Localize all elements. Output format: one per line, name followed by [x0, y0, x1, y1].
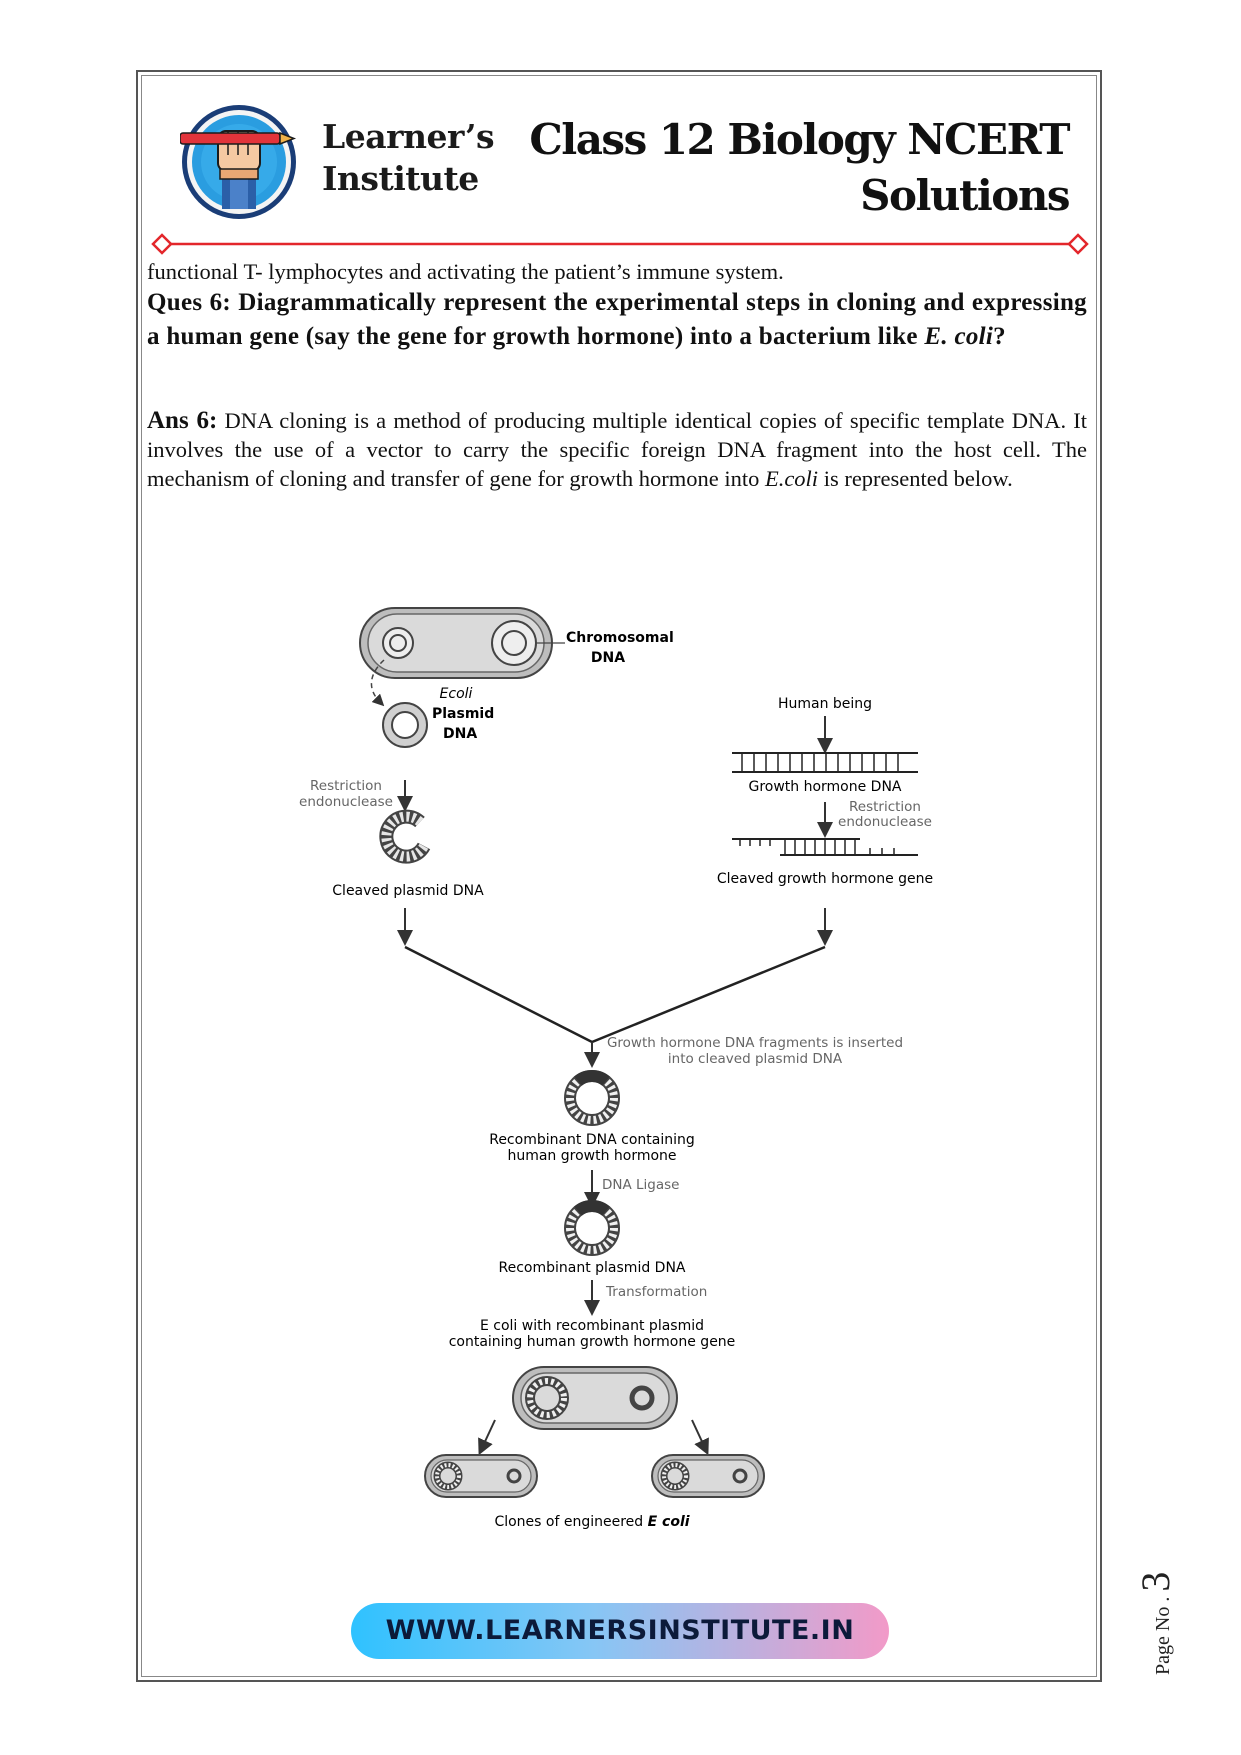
inserted-label-2: into cleaved plasmid DNA: [668, 1051, 843, 1067]
footer-banner: [351, 1603, 889, 1659]
recombinant-plasmid: [564, 1199, 620, 1256]
question-end: ?: [993, 323, 1006, 350]
answer-text-2: is represented below.: [823, 466, 1013, 491]
question-label: Ques 6:: [147, 289, 232, 316]
answer-species: E.coli: [764, 466, 819, 491]
restriction-left-2: endonuclease: [299, 794, 393, 810]
ecoli-recombinant-label-1: E coli with recombinant plasmid: [480, 1318, 704, 1334]
title-line-2: Solutions: [860, 171, 1070, 220]
website-link[interactable]: WWW.LEARNERSINSTITUTE.IN: [385, 1615, 855, 1646]
cleaved-plasmid: [379, 809, 431, 864]
cloning-diagram: Chromosomal DNA Ecoli Plasmid DNA Restri…: [299, 607, 933, 1530]
header-divider: [151, 233, 1089, 255]
page-number-value: 3: [1133, 1571, 1178, 1592]
question-6: Ques 6: Diagrammatically represent the e…: [147, 286, 1087, 354]
chromosomal-label-1: Chromosomal: [566, 630, 674, 646]
chromosomal-label-2: DNA: [591, 650, 625, 666]
human-being-label: Human being: [778, 696, 872, 712]
clones-label: Clones of engineered E coli: [494, 1514, 689, 1530]
restriction-right-1: Restriction: [849, 799, 921, 815]
question-species: E. coli: [924, 323, 994, 350]
dna-ligase-label: DNA Ligase: [602, 1177, 679, 1193]
brand-line-1: Learner’s: [322, 117, 495, 156]
page-label: Page No .: [1152, 1596, 1174, 1675]
title-line-1: Class 12 Biology NCERT: [529, 115, 1070, 164]
brand-line-2: Institute: [322, 159, 479, 198]
plasmid-dna: [382, 702, 428, 748]
clone-ecoli-right: [651, 1454, 765, 1498]
learners-institute-logo: [180, 105, 297, 219]
transformed-ecoli: [512, 1366, 678, 1430]
cleaved-gene-label: Cleaved growth hormone gene: [717, 871, 933, 887]
transformation-label: Transformation: [605, 1284, 707, 1300]
recombinant-plasmid-label: Recombinant plasmid DNA: [499, 1260, 686, 1276]
page-border-inner: [141, 75, 1097, 1677]
inserted-label-1: Growth hormone DNA fragments is inserted: [607, 1035, 903, 1051]
question-text: Diagrammatically represent the experimen…: [147, 289, 1087, 350]
plasmid-label-1: Plasmid: [432, 706, 494, 722]
ecoli-label: Ecoli: [440, 686, 473, 702]
brand-name: Learner’s Institute: [322, 116, 495, 200]
page-number: Page No . 3: [1132, 1572, 1179, 1675]
continuation-text: functional T- lymphocytes and activating…: [147, 259, 784, 284]
recombinant-label-2: human growth hormone: [507, 1148, 676, 1164]
growth-hormone-dna-label: Growth hormone DNA: [748, 779, 901, 795]
clones-label-species: E coli: [648, 1514, 690, 1530]
restriction-right-2: endonuclease: [838, 814, 932, 830]
cleaved-plasmid-label: Cleaved plasmid DNA: [332, 883, 484, 899]
growth-hormone-dna: [732, 752, 918, 773]
answer-label: Ans 6:: [147, 407, 218, 434]
page-border-outer: [136, 70, 1102, 1682]
document-title: Class 12 Biology NCERT Solutions: [529, 112, 1070, 224]
cleaved-growth-hormone-gene: [732, 838, 918, 856]
clones-label-prefix: Clones of engineered: [494, 1514, 643, 1530]
recombinant-dna: [564, 1069, 620, 1126]
plasmid-label-2: DNA: [443, 726, 477, 742]
answer-6: Ans 6: DNA cloning is a method of produc…: [147, 406, 1087, 493]
answer-text-1: DNA cloning is a method of producing mul…: [147, 408, 1088, 491]
ecoli-recombinant-label-2: containing human growth hormone gene: [449, 1334, 736, 1350]
clone-ecoli-left: [424, 1454, 538, 1498]
recombinant-label-1: Recombinant DNA containing: [489, 1132, 695, 1148]
restriction-left-1: Restriction: [310, 778, 382, 794]
ecoli-cell: [359, 607, 553, 679]
